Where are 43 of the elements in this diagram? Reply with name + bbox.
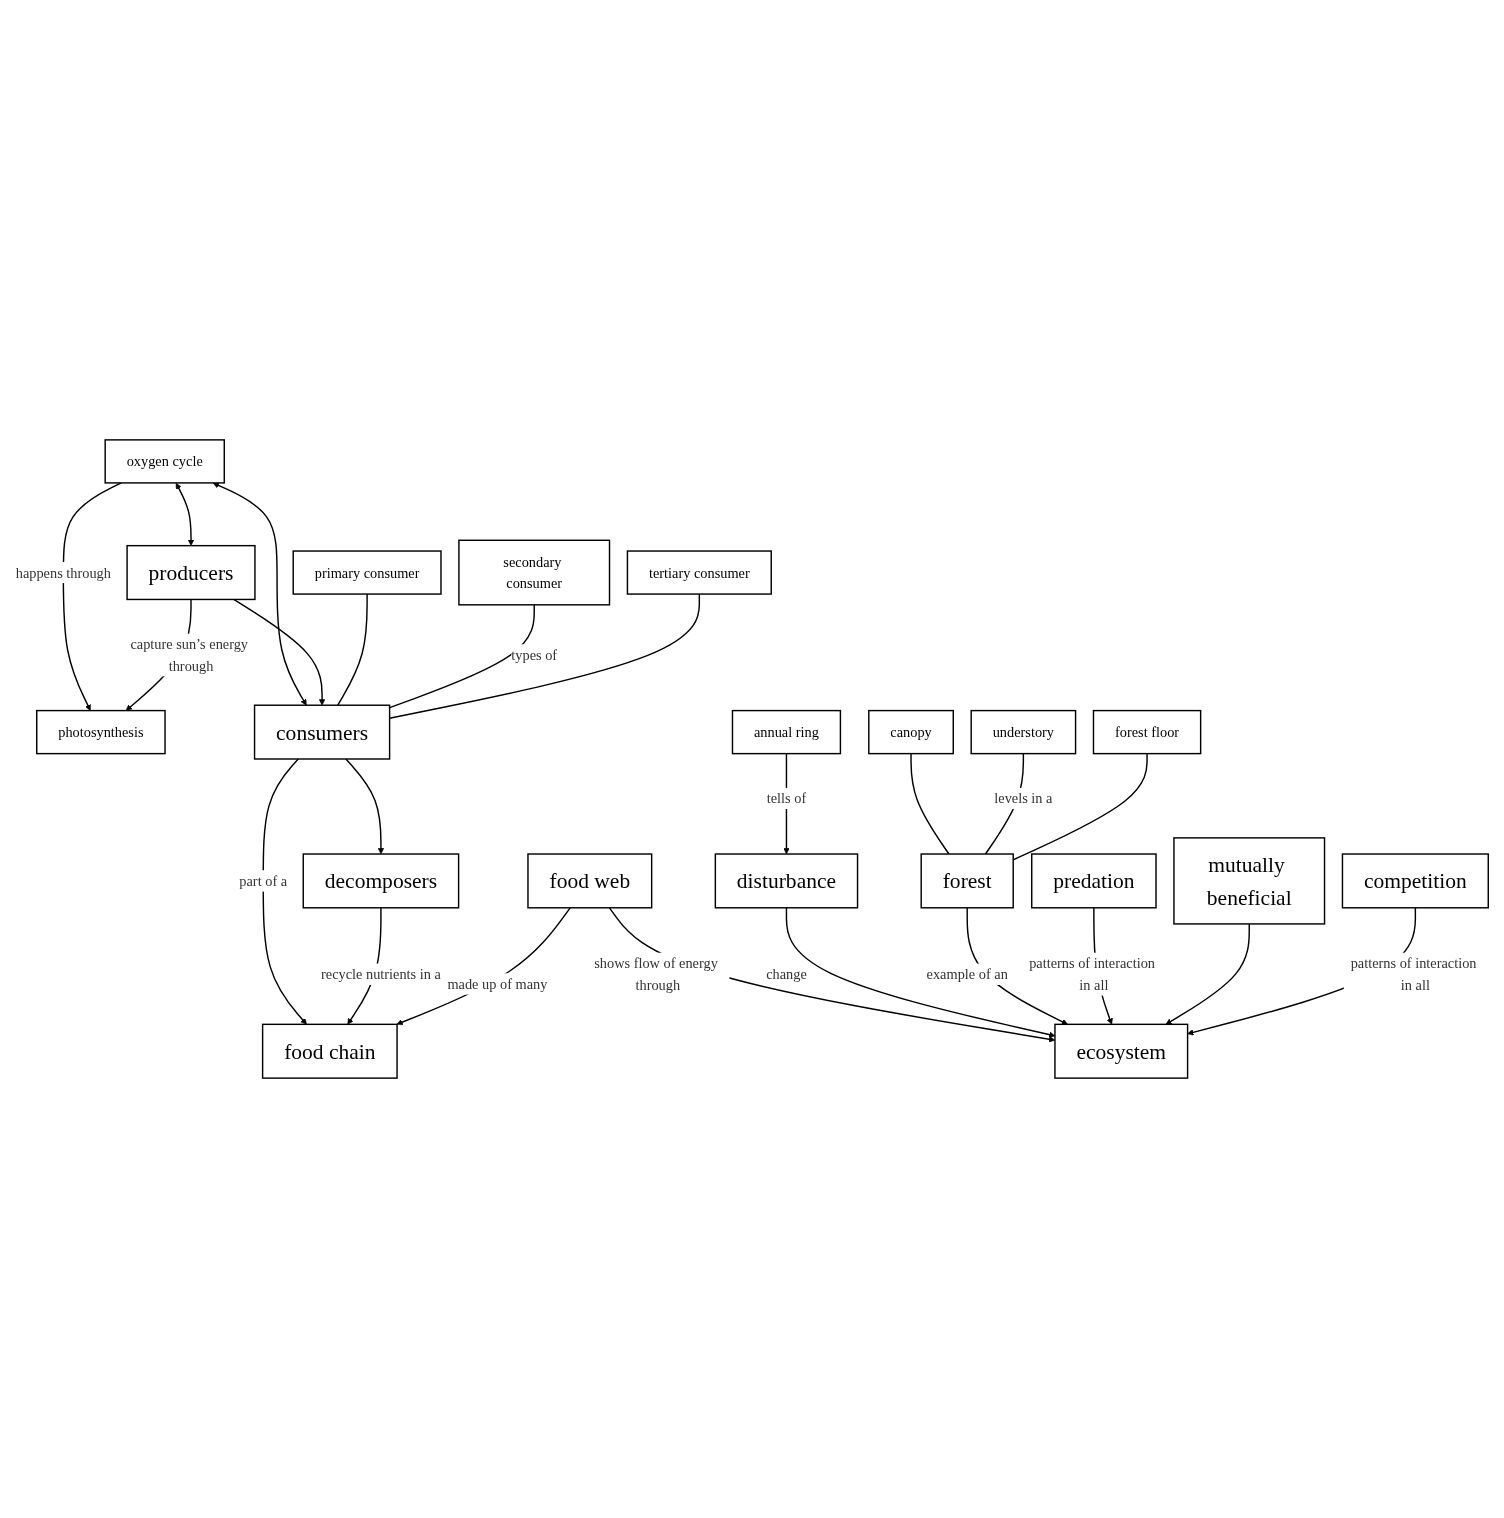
arrow bbox=[262, 758, 307, 1025]
node-box: predation bbox=[1031, 853, 1157, 909]
edge-label: levels in a bbox=[994, 790, 1053, 807]
node-box: competition bbox=[1341, 853, 1489, 909]
arrow bbox=[345, 758, 385, 855]
edge-label: example of an bbox=[926, 966, 1008, 983]
edge-label: made up of many bbox=[447, 976, 548, 992]
node-box: producers bbox=[126, 544, 256, 601]
node-box: secondary consumer bbox=[458, 539, 611, 606]
connector bbox=[337, 593, 368, 706]
node-box: ecosystem bbox=[1054, 1023, 1189, 1079]
node-box: mutually beneficial bbox=[1173, 837, 1326, 925]
edge-label: capture sun’s energy through bbox=[130, 636, 249, 674]
edge-label: patterns of interaction in all bbox=[1029, 955, 1156, 993]
arrow bbox=[62, 482, 122, 711]
node-box: decomposers bbox=[302, 853, 460, 909]
edge-label: recycle nutrients in a bbox=[321, 966, 441, 983]
arrow bbox=[212, 482, 307, 706]
node-box: oxygen cycle bbox=[104, 439, 225, 484]
node-box: forest bbox=[920, 853, 1014, 909]
arrow bbox=[396, 907, 571, 1026]
node-box: consumers bbox=[253, 704, 391, 760]
node-box: annual ring bbox=[731, 709, 842, 755]
node-box: primary consumer bbox=[292, 550, 442, 595]
edge-label: patterns of interaction in all bbox=[1350, 955, 1477, 993]
node-box: food web bbox=[527, 853, 653, 909]
arrow bbox=[233, 598, 326, 706]
edge-label: types of bbox=[511, 647, 558, 663]
node-box: disturbance bbox=[714, 853, 859, 909]
node-box: tertiary consumer bbox=[626, 550, 772, 595]
node-box: forest floor bbox=[1092, 709, 1202, 755]
node-box: photosynthesis bbox=[36, 709, 166, 755]
node-box: food chain bbox=[261, 1023, 398, 1079]
edge-label: tells of bbox=[766, 790, 807, 807]
edge-label: change bbox=[766, 966, 807, 983]
arrow bbox=[175, 482, 195, 546]
connector bbox=[910, 752, 950, 855]
node-box: understory bbox=[970, 709, 1077, 755]
edge-label: part of a bbox=[239, 873, 288, 889]
node-box: canopy bbox=[868, 709, 954, 755]
arrow bbox=[1165, 923, 1250, 1025]
edge-label: happens through bbox=[15, 564, 111, 581]
edge-label: shows flow of energy through bbox=[594, 955, 718, 993]
